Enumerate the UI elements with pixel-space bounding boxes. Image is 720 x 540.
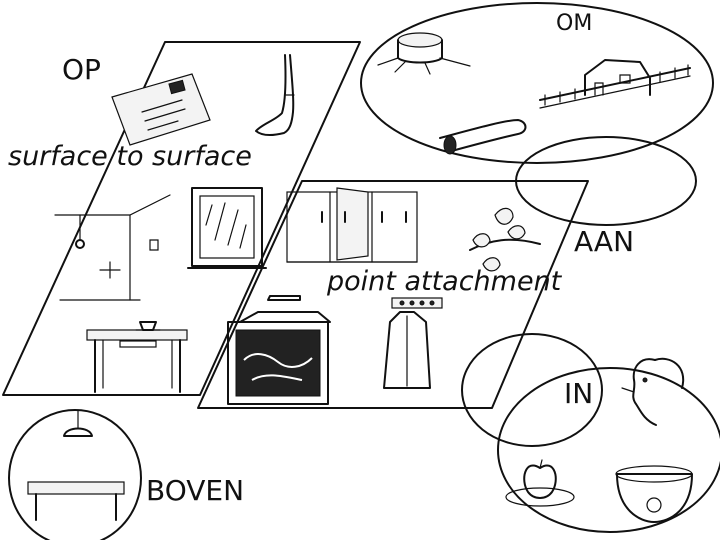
lamp-illustration [63, 409, 93, 437]
window-illustration [187, 187, 267, 269]
foot-illustration [255, 54, 295, 137]
tree-stump-illustration [377, 32, 471, 75]
bowl-illustration [615, 465, 693, 523]
coat-illustration [383, 297, 443, 389]
table-illustration [86, 321, 188, 393]
cupboard-illustration [286, 187, 418, 263]
label-surface-to-surface: surface to surface [8, 141, 252, 172]
in-large-ellipse [497, 367, 720, 533]
wall-illustration [54, 194, 171, 301]
label-aan: AAN [574, 225, 635, 258]
aan-parallelogram [197, 180, 589, 409]
stamp-illustration [111, 73, 211, 146]
label-boven: BOVEN [146, 474, 245, 507]
op-parallelogram [2, 41, 361, 396]
television-illustration [227, 295, 331, 405]
apple-plate-illustration [505, 459, 575, 507]
om-ellipse [360, 2, 714, 164]
head-illustration [621, 357, 685, 426]
label-om: OM [556, 11, 593, 36]
in-small-circle [461, 333, 603, 447]
house-fence-illustration [539, 59, 691, 109]
bench-illustration [27, 481, 125, 521]
label-point-attachment: point attachment [327, 266, 562, 297]
finger-ring-illustration [439, 119, 527, 155]
label-in: IN [564, 377, 594, 410]
branch-illustration [469, 207, 541, 272]
label-op: OP [62, 53, 101, 86]
aan-ellipse [515, 136, 697, 226]
boven-circle [8, 409, 142, 540]
